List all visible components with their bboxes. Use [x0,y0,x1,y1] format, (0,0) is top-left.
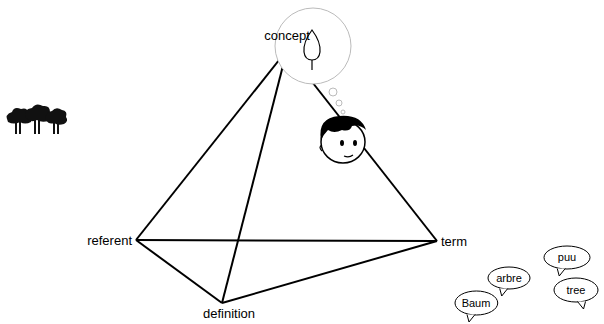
word: tree [567,284,586,296]
word: puu [558,251,576,263]
vertex-label: term [441,235,467,249]
speech-bubble: Baum [454,290,499,316]
pyramid-lines [136,50,437,303]
vertex-label: concept [264,29,310,43]
boy-face [320,116,366,163]
thought-bubble [275,8,351,114]
trees-picture [7,104,67,134]
word: arbre [496,272,522,284]
vertex-label: referent [87,234,132,248]
word: Baum [462,297,491,309]
speech-bubble: puu [543,245,591,270]
vertex-label: definition [203,307,255,321]
speech-bubble: arbre [487,266,531,290]
speech-bubble: tree [553,277,599,303]
